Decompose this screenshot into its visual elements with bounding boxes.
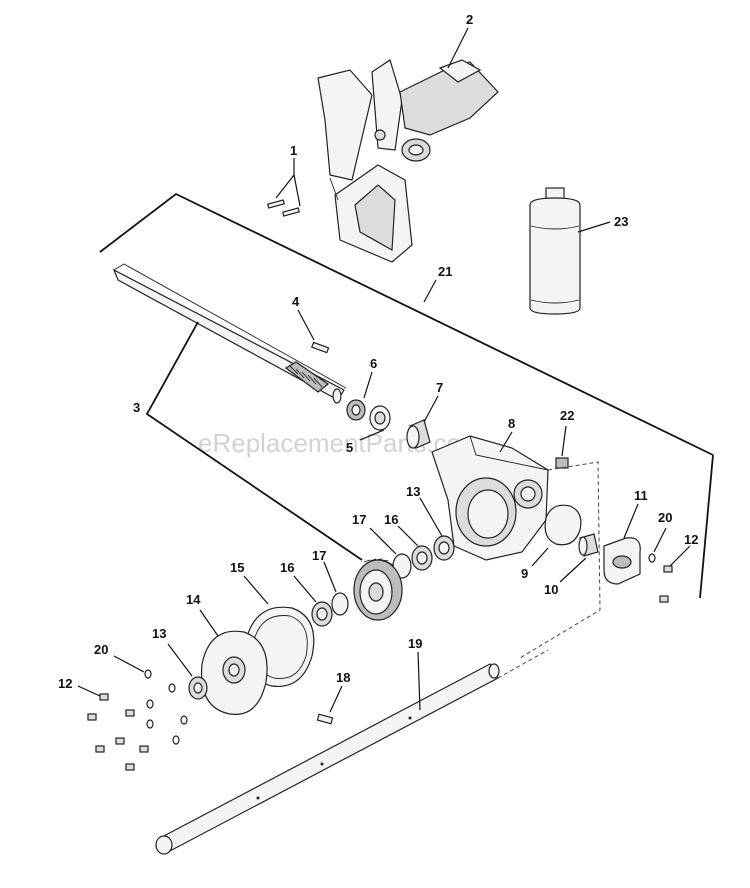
callout-1: 1 — [290, 143, 297, 158]
callout-16-upper: 16 — [384, 512, 398, 527]
callout-10: 10 — [544, 582, 558, 597]
part-oil-bottle — [529, 187, 581, 315]
callout-17-upper: 17 — [352, 512, 366, 527]
part-cover-plate — [200, 630, 268, 715]
part-shear-pins — [267, 199, 300, 217]
callout-16-lower: 16 — [280, 560, 294, 575]
part-bearing-6 — [346, 399, 366, 421]
callout-22: 22 — [560, 408, 574, 423]
callout-20-left: 20 — [94, 642, 108, 657]
part-screws-right — [659, 565, 673, 603]
part-gear-housing — [431, 435, 549, 561]
callout-9: 9 — [521, 566, 528, 581]
part-auger-shaft — [155, 663, 500, 855]
part-bushing-10 — [578, 533, 599, 557]
part-worm-shaft — [112, 263, 347, 404]
callout-8: 8 — [508, 416, 515, 431]
callout-13-lower: 13 — [152, 626, 166, 641]
callout-20-right: 20 — [658, 510, 672, 525]
callout-3: 3 — [133, 400, 140, 415]
callout-12-left: 12 — [58, 676, 72, 691]
callout-2: 2 — [466, 12, 473, 27]
part-vent-plug — [555, 457, 569, 469]
callout-18: 18 — [336, 670, 350, 685]
part-key-18 — [316, 713, 334, 725]
part-seal-13-lower — [188, 676, 208, 700]
callout-6: 6 — [370, 356, 377, 371]
callout-11: 11 — [634, 488, 648, 503]
callout-5: 5 — [346, 440, 353, 455]
part-bushing-5 — [369, 405, 391, 431]
bracket-3 — [145, 321, 363, 561]
callout-17-lower: 17 — [312, 548, 326, 563]
part-lockwashers-left — [144, 669, 188, 745]
callout-7: 7 — [436, 380, 443, 395]
part-seal-13-upper — [433, 535, 455, 561]
part-lockwasher-right — [648, 553, 656, 563]
part-key — [311, 341, 330, 354]
part-washer-17-lower — [331, 592, 349, 616]
bracket-21 — [99, 192, 714, 456]
part-bearing-16-upper — [411, 545, 433, 571]
callout-13-upper: 13 — [406, 484, 420, 499]
callout-14: 14 — [186, 592, 201, 607]
callout-15: 15 — [230, 560, 244, 575]
callout-23: 23 — [614, 214, 628, 229]
callout-4: 4 — [292, 294, 300, 309]
callout-21: 21 — [438, 264, 452, 279]
part-screws-left — [87, 693, 149, 771]
part-bushing-7 — [406, 419, 431, 449]
part-end-cover — [603, 537, 641, 585]
part-gasket-9 — [544, 504, 582, 546]
callout-12-right: 12 — [684, 532, 698, 547]
part-bearing-16-lower — [311, 601, 333, 627]
part-worm-gear — [353, 558, 403, 621]
part-impeller-housing — [317, 59, 499, 263]
callout-19: 19 — [408, 636, 422, 651]
